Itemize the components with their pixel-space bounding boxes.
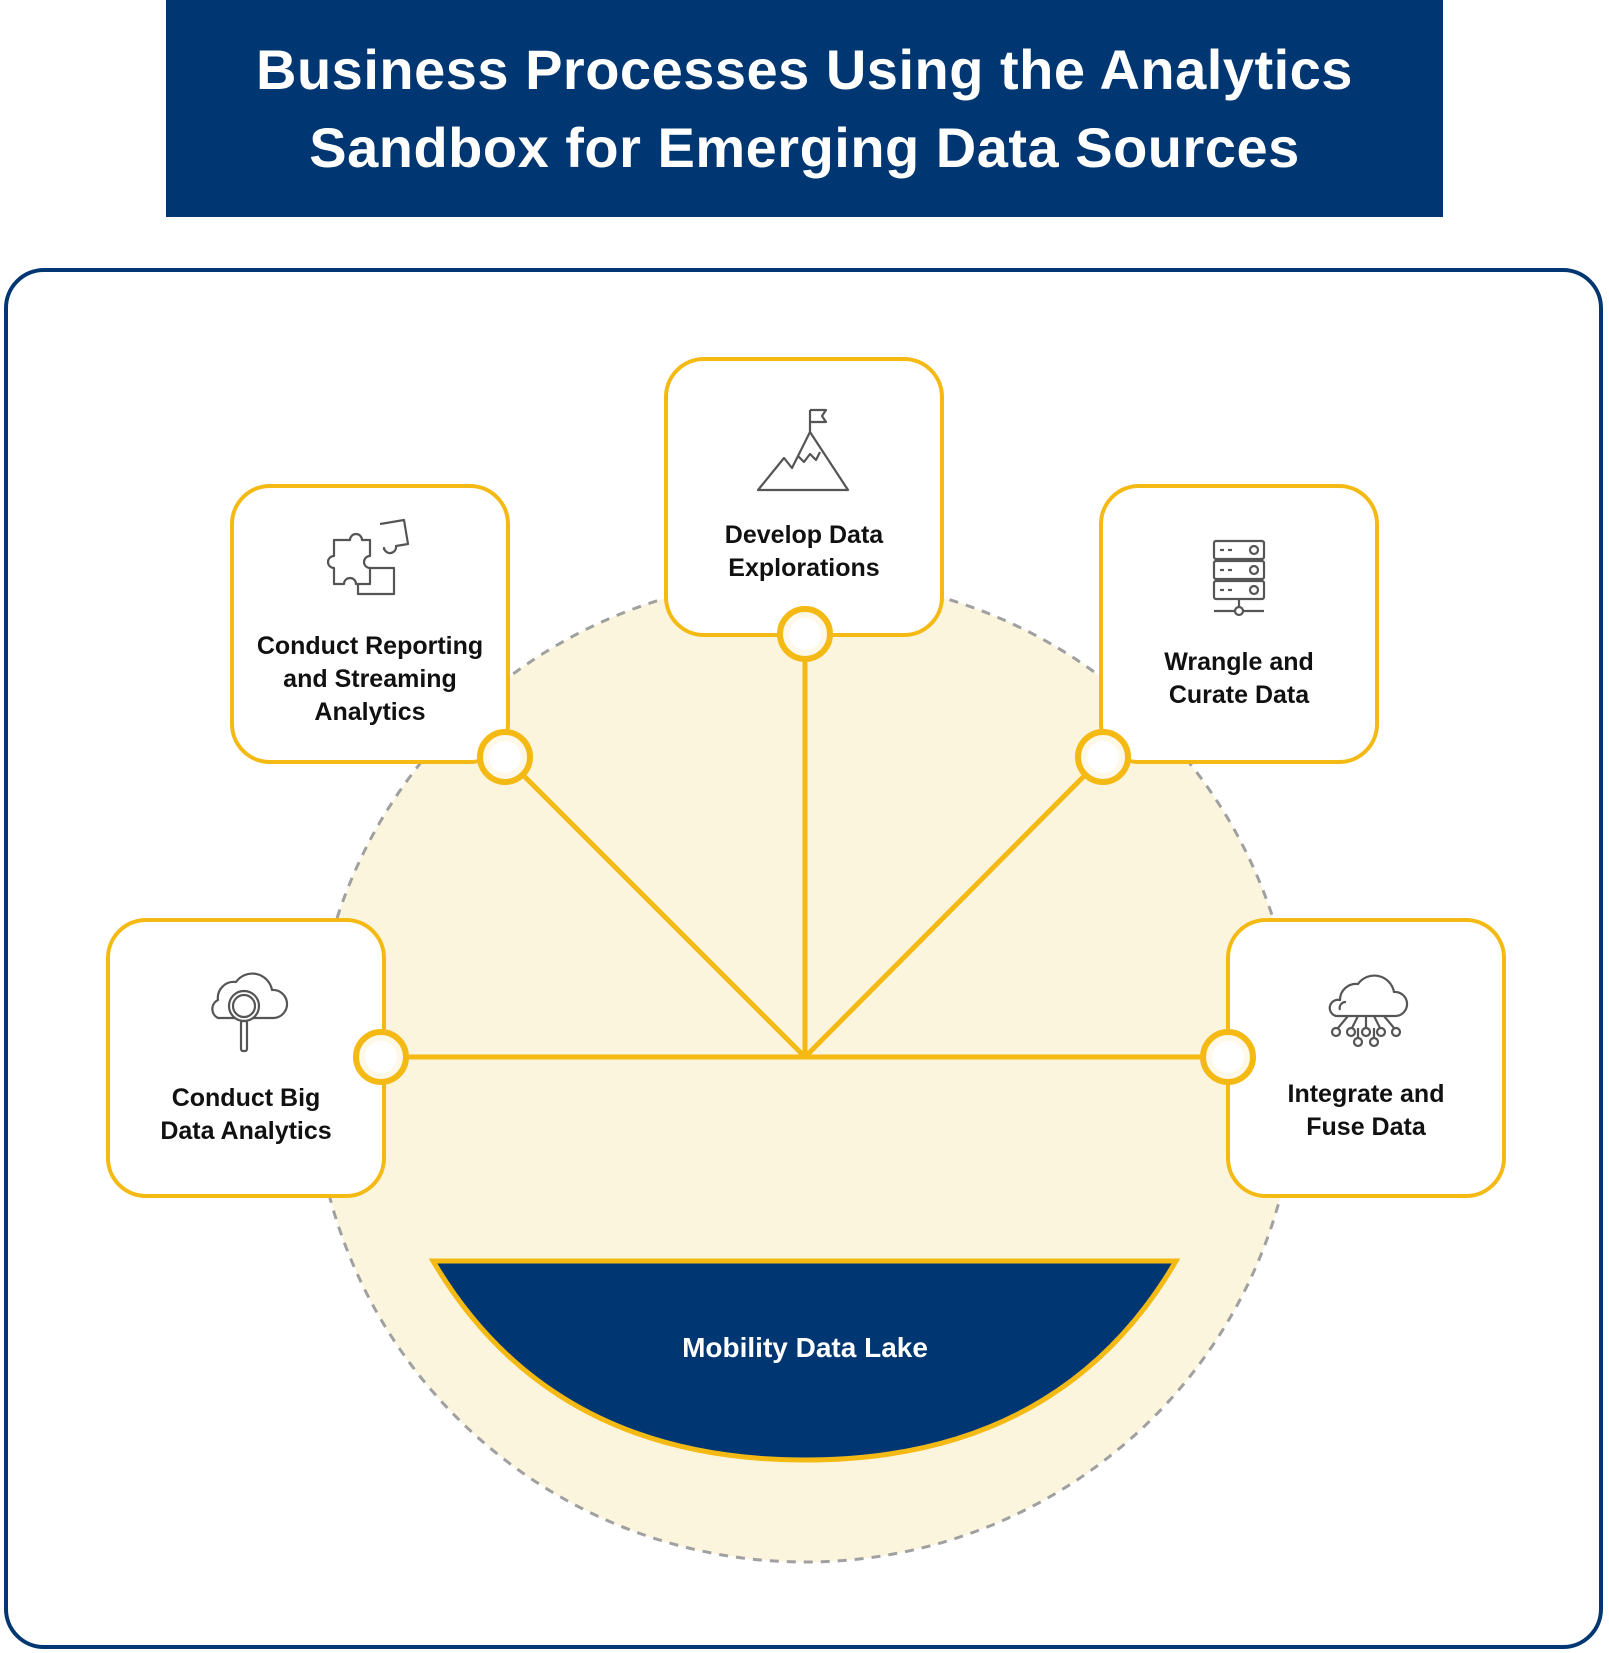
process-card-reporting: Conduct Reporting and Streaming Analytic… xyxy=(230,484,510,764)
process-card-explorations: Develop Data Explorations xyxy=(664,357,944,637)
title-line-2: Sandbox for Emerging Data Sources xyxy=(309,115,1300,179)
title-banner: Business Processes Using the Analytics S… xyxy=(166,0,1443,217)
connector-lines xyxy=(381,634,1228,1060)
process-label: Integrate and Fuse Data xyxy=(1287,1080,1445,1141)
cloud-network-icon xyxy=(1230,962,1502,1062)
process-label: Wrangle and Curate Data xyxy=(1164,648,1314,709)
process-card-integrate: Integrate and Fuse Data xyxy=(1226,918,1506,1198)
process-card-big-data: Conduct Big Data Analytics xyxy=(106,918,386,1198)
puzzle-icon xyxy=(234,508,506,608)
cloud-search-icon xyxy=(110,962,382,1062)
connector-node-reporting xyxy=(477,729,533,785)
server-rack-icon xyxy=(1103,532,1375,632)
diagram-frame xyxy=(4,268,1603,1649)
process-label: Conduct Big Data Analytics xyxy=(160,1084,332,1145)
connector-node-explorations xyxy=(777,606,833,662)
process-card-wrangle: Wrangle and Curate Data xyxy=(1099,484,1379,764)
connector-node-wrangle xyxy=(1075,729,1131,785)
title-line-1: Business Processes Using the Analytics xyxy=(256,37,1353,101)
process-label: Conduct Reporting and Streaming Analytic… xyxy=(256,632,484,726)
connector-node-big-data xyxy=(353,1029,409,1085)
lake-label: Mobility Data Lake xyxy=(682,1332,928,1363)
connector-wrangle xyxy=(803,755,1105,1059)
connector-node-integrate xyxy=(1200,1029,1256,1085)
mountain-flag-icon xyxy=(668,401,940,501)
mobility-data-lake xyxy=(428,1258,1181,1463)
process-label: Develop Data Explorations xyxy=(724,521,884,582)
connector-reporting xyxy=(503,755,807,1059)
